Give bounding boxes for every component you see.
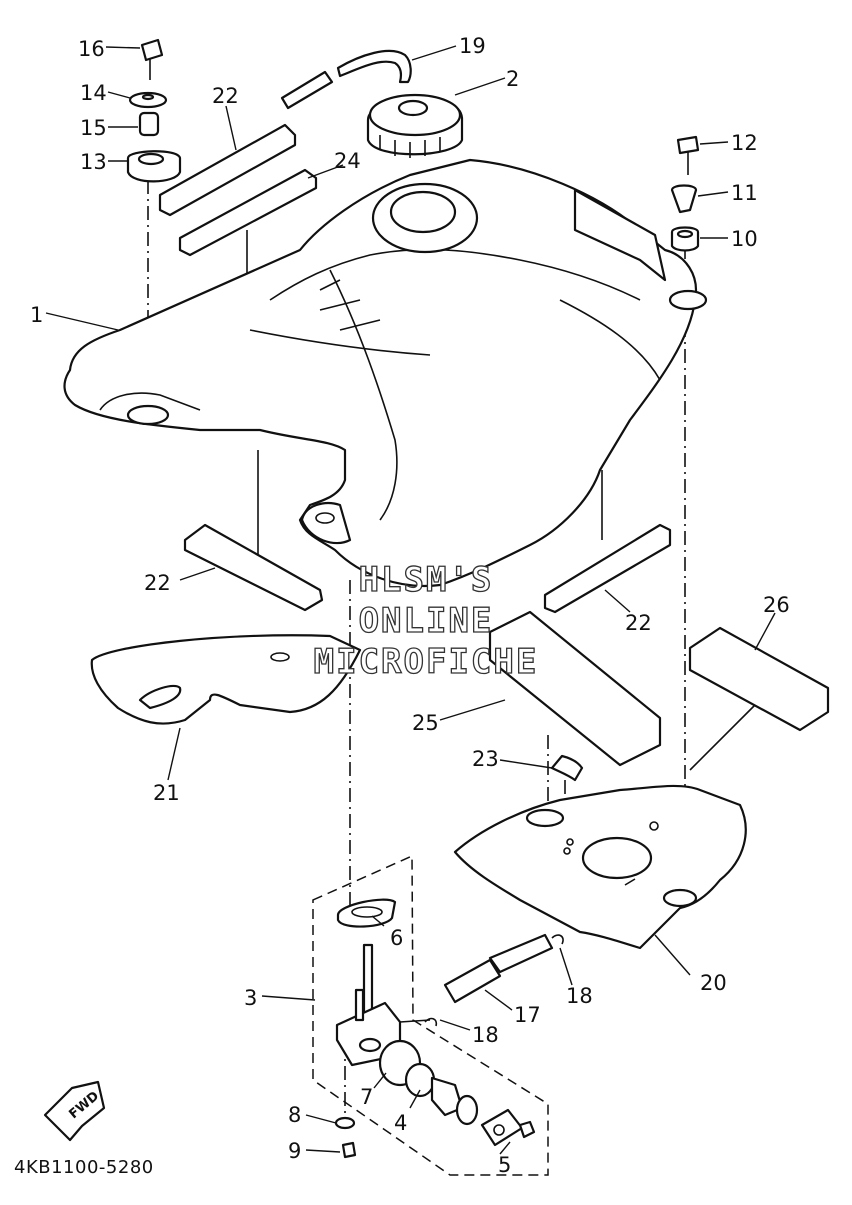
callout-15: 15 [80,116,107,140]
callout-9: 9 [288,1139,301,1163]
callout-12: 12 [731,131,758,155]
callout-6: 6 [390,926,403,950]
fuel-cock-assembly [312,854,564,1176]
watermark-line-1: HLSM'S [359,560,494,600]
callout-18b: 18 [566,984,593,1008]
fuel-tank [63,158,708,587]
watermark-line-2: ONLINE [359,601,494,641]
callout-22a: 22 [212,84,239,108]
watermark: HLSM'S ONLINE MICROFICHE [313,559,539,682]
callout-20: 20 [700,971,727,995]
callout-2: 2 [506,67,519,91]
callout-25: 25 [412,711,439,735]
damper-strips [158,123,830,767]
callout-13: 13 [80,150,107,174]
callout-11: 11 [731,181,758,205]
callout-3: 3 [244,986,257,1010]
diagram-code: 4KB1100-5280 [14,1157,154,1178]
callout-22c: 22 [625,611,652,635]
callout-23: 23 [472,747,499,771]
callout-8: 8 [288,1103,301,1127]
callout-1: 1 [30,303,43,327]
callout-14: 14 [80,81,107,105]
callout-18a: 18 [472,1023,499,1047]
callout-19: 19 [459,34,486,58]
forward-direction-arrow: FWD [43,1080,106,1142]
callout-22b: 22 [144,571,171,595]
callout-10: 10 [731,227,758,251]
callout-labels: 1 2 3 4 5 6 7 8 9 10 11 12 13 14 15 16 1… [30,34,790,1177]
fuel-cap [366,93,464,158]
callout-7: 7 [360,1085,373,1109]
callout-4: 4 [394,1111,407,1135]
callout-17: 17 [514,1003,541,1027]
heat-shields [90,634,747,950]
callout-16: 16 [78,37,105,61]
callout-21: 21 [153,781,180,805]
callout-26: 26 [763,593,790,617]
leader-lines [45,45,776,1155]
breather-hose [280,49,412,110]
watermark-line-3: MICROFICHE [314,642,539,682]
callout-24: 24 [334,149,361,173]
mounting-hardware [126,38,700,252]
callout-5: 5 [498,1153,511,1177]
